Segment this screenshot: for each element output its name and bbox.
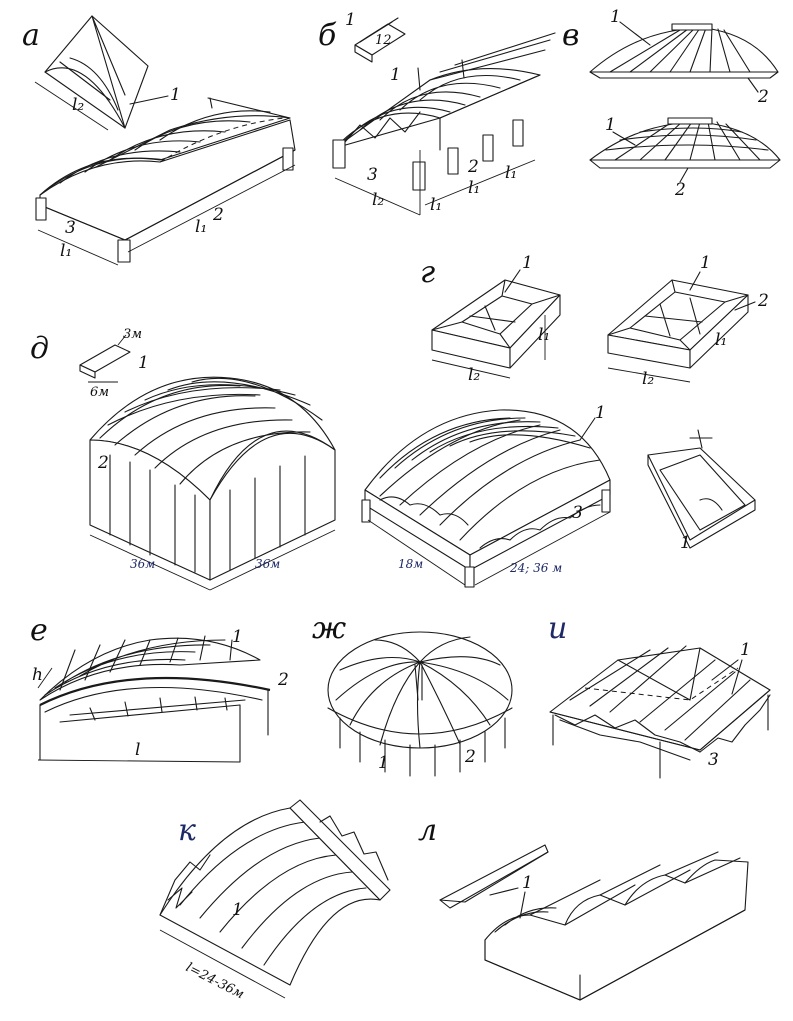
panel-b-dim-l1-a: l₁ [430, 195, 442, 215]
panel-i-callout-1: 1 [740, 640, 751, 660]
panel-k-letter: к [178, 813, 196, 848]
panel-d-letter: д [30, 331, 49, 366]
panel-b-letter: б [318, 18, 337, 53]
panel-k: к l=24-36м 1 [159, 799, 391, 1002]
panel-d-building-left: 36м 36м 2 [89, 376, 336, 591]
panel-g-shell-left: l₂ l₁ 1 [431, 253, 561, 385]
panel-e-callout-1: 1 [232, 627, 243, 647]
panel-a-shell-panel: l₂ 1 [34, 15, 181, 131]
panel-i-letter: и [548, 611, 567, 646]
panel-v-callout-1-top: 1 [610, 7, 621, 27]
panel-g-callout-1-left: 1 [522, 253, 533, 273]
panel-v-dome-top: 1 2 [589, 7, 779, 107]
panel-g-letter: г [420, 255, 435, 290]
panel-b-dim-l2: l₂ [372, 190, 384, 210]
panel-d-callout-3: 3 [572, 503, 583, 523]
panel-v-callout-2-top: 2 [757, 87, 769, 107]
panel-i-building: 1 3 [549, 640, 771, 779]
panel-d-building-right: 18м 24; 36 м 1 3 [361, 403, 611, 588]
panel-d-callout-1-right: 1 [595, 403, 606, 423]
panel-k-dim-span: l=24-36м [183, 960, 246, 1002]
panel-l-element [439, 844, 549, 909]
panel-b-element: 1 12 [345, 10, 406, 63]
panel-d-callout-1-element-right: 1 [680, 533, 691, 553]
panel-d-dim-36m-right: 36м [255, 557, 280, 571]
panel-g: г l₂ l₁ 1 l₂ l₁ 1 2 [420, 253, 769, 389]
panel-k-callout-1: 1 [232, 900, 243, 920]
panel-v-dome-bottom: 1 2 [589, 115, 781, 200]
panel-d-dim-18m: 18м [398, 557, 423, 571]
panel-d-panel-element: 6м 3м 1 [79, 327, 149, 400]
panel-a: а l₂ 1 l₁ l₁ 3 [22, 15, 296, 266]
panel-d-callout-1-element: 1 [138, 353, 149, 373]
panel-e: е l h 1 2 [30, 613, 289, 763]
panel-a-letter: а [22, 18, 40, 53]
panel-b: б 1 12 l₂ l₁ l₁ l₁ [318, 10, 556, 216]
panel-a-callout-1: 1 [170, 85, 181, 105]
panel-b-dim-12: 12 [375, 33, 392, 48]
panel-a-dim-l1-short: l₁ [60, 241, 72, 261]
panel-b-callout-1-main: 1 [390, 65, 401, 85]
panel-e-building: l h 1 2 [32, 627, 289, 763]
panel-g-dim-l1-right: l₁ [715, 330, 727, 350]
panel-zh: ж 1 2 [312, 611, 513, 777]
panel-g-dim-l2-left: l₂ [468, 365, 480, 385]
panel-e-dim-h: h [32, 665, 43, 685]
panel-e-dim-l: l [135, 740, 140, 760]
panel-a-building: l₁ l₁ 3 2 [35, 97, 296, 266]
panel-d-dim-3m: 3м [123, 327, 142, 342]
panel-b-building: l₂ l₁ l₁ l₁ 1 2 3 [332, 32, 556, 216]
panel-b-callout-1: 1 [345, 10, 356, 30]
panel-g-callout-1-right: 1 [700, 253, 711, 273]
panel-i: и 1 3 [548, 611, 771, 779]
panel-e-callout-2: 2 [277, 670, 289, 690]
panel-zh-callout-1: 1 [378, 753, 389, 773]
panel-a-callout-2: 2 [212, 205, 224, 225]
panel-d: д 6м 3м 1 36м 36м 2 [30, 327, 756, 591]
panel-zh-letter: ж [312, 611, 346, 646]
panel-v-letter: в [562, 18, 579, 53]
panel-d-dim-6m: 6м [90, 385, 109, 400]
panel-l: л 1 [418, 813, 749, 1001]
panel-l-sawtooth-building: 1 [484, 851, 749, 1001]
panel-k-building: l=24-36м 1 [159, 799, 391, 1002]
panel-v: в 1 2 1 2 [562, 7, 781, 200]
panel-g-dim-l1-left: l₁ [538, 325, 550, 345]
panel-a-dim-l2: l₂ [72, 95, 84, 115]
panel-a-dim-l1-long: l₁ [195, 217, 207, 237]
panel-v-callout-2-bottom: 2 [674, 180, 686, 200]
panel-b-callout-2: 2 [467, 157, 479, 177]
panel-zh-callout-2: 2 [464, 747, 476, 767]
panel-l-callout-1: 1 [522, 873, 533, 893]
panel-a-callout-3: 3 [65, 218, 76, 238]
panel-g-callout-2-right: 2 [757, 291, 769, 311]
panel-v-callout-1-bottom: 1 [605, 115, 616, 135]
panel-b-callout-3: 3 [367, 165, 378, 185]
panel-d-dim-24-36m: 24; 36 м [509, 561, 562, 575]
panel-g-shell-right: l₂ l₁ 1 2 [607, 253, 769, 389]
panel-d-dim-36m-left: 36м [130, 557, 155, 571]
panel-d-shell-element: 1 [647, 429, 756, 553]
panel-b-dim-l1-b: l₁ [468, 178, 480, 198]
panel-l-letter: л [418, 813, 437, 848]
panel-zh-dome: 1 2 [327, 631, 513, 777]
panel-b-dim-l1-c: l₁ [505, 163, 517, 183]
panel-g-dim-l2-right: l₂ [642, 369, 654, 389]
panel-d-callout-2: 2 [97, 453, 109, 473]
panel-e-letter: е [30, 613, 48, 648]
panel-i-callout-3: 3 [708, 750, 719, 770]
